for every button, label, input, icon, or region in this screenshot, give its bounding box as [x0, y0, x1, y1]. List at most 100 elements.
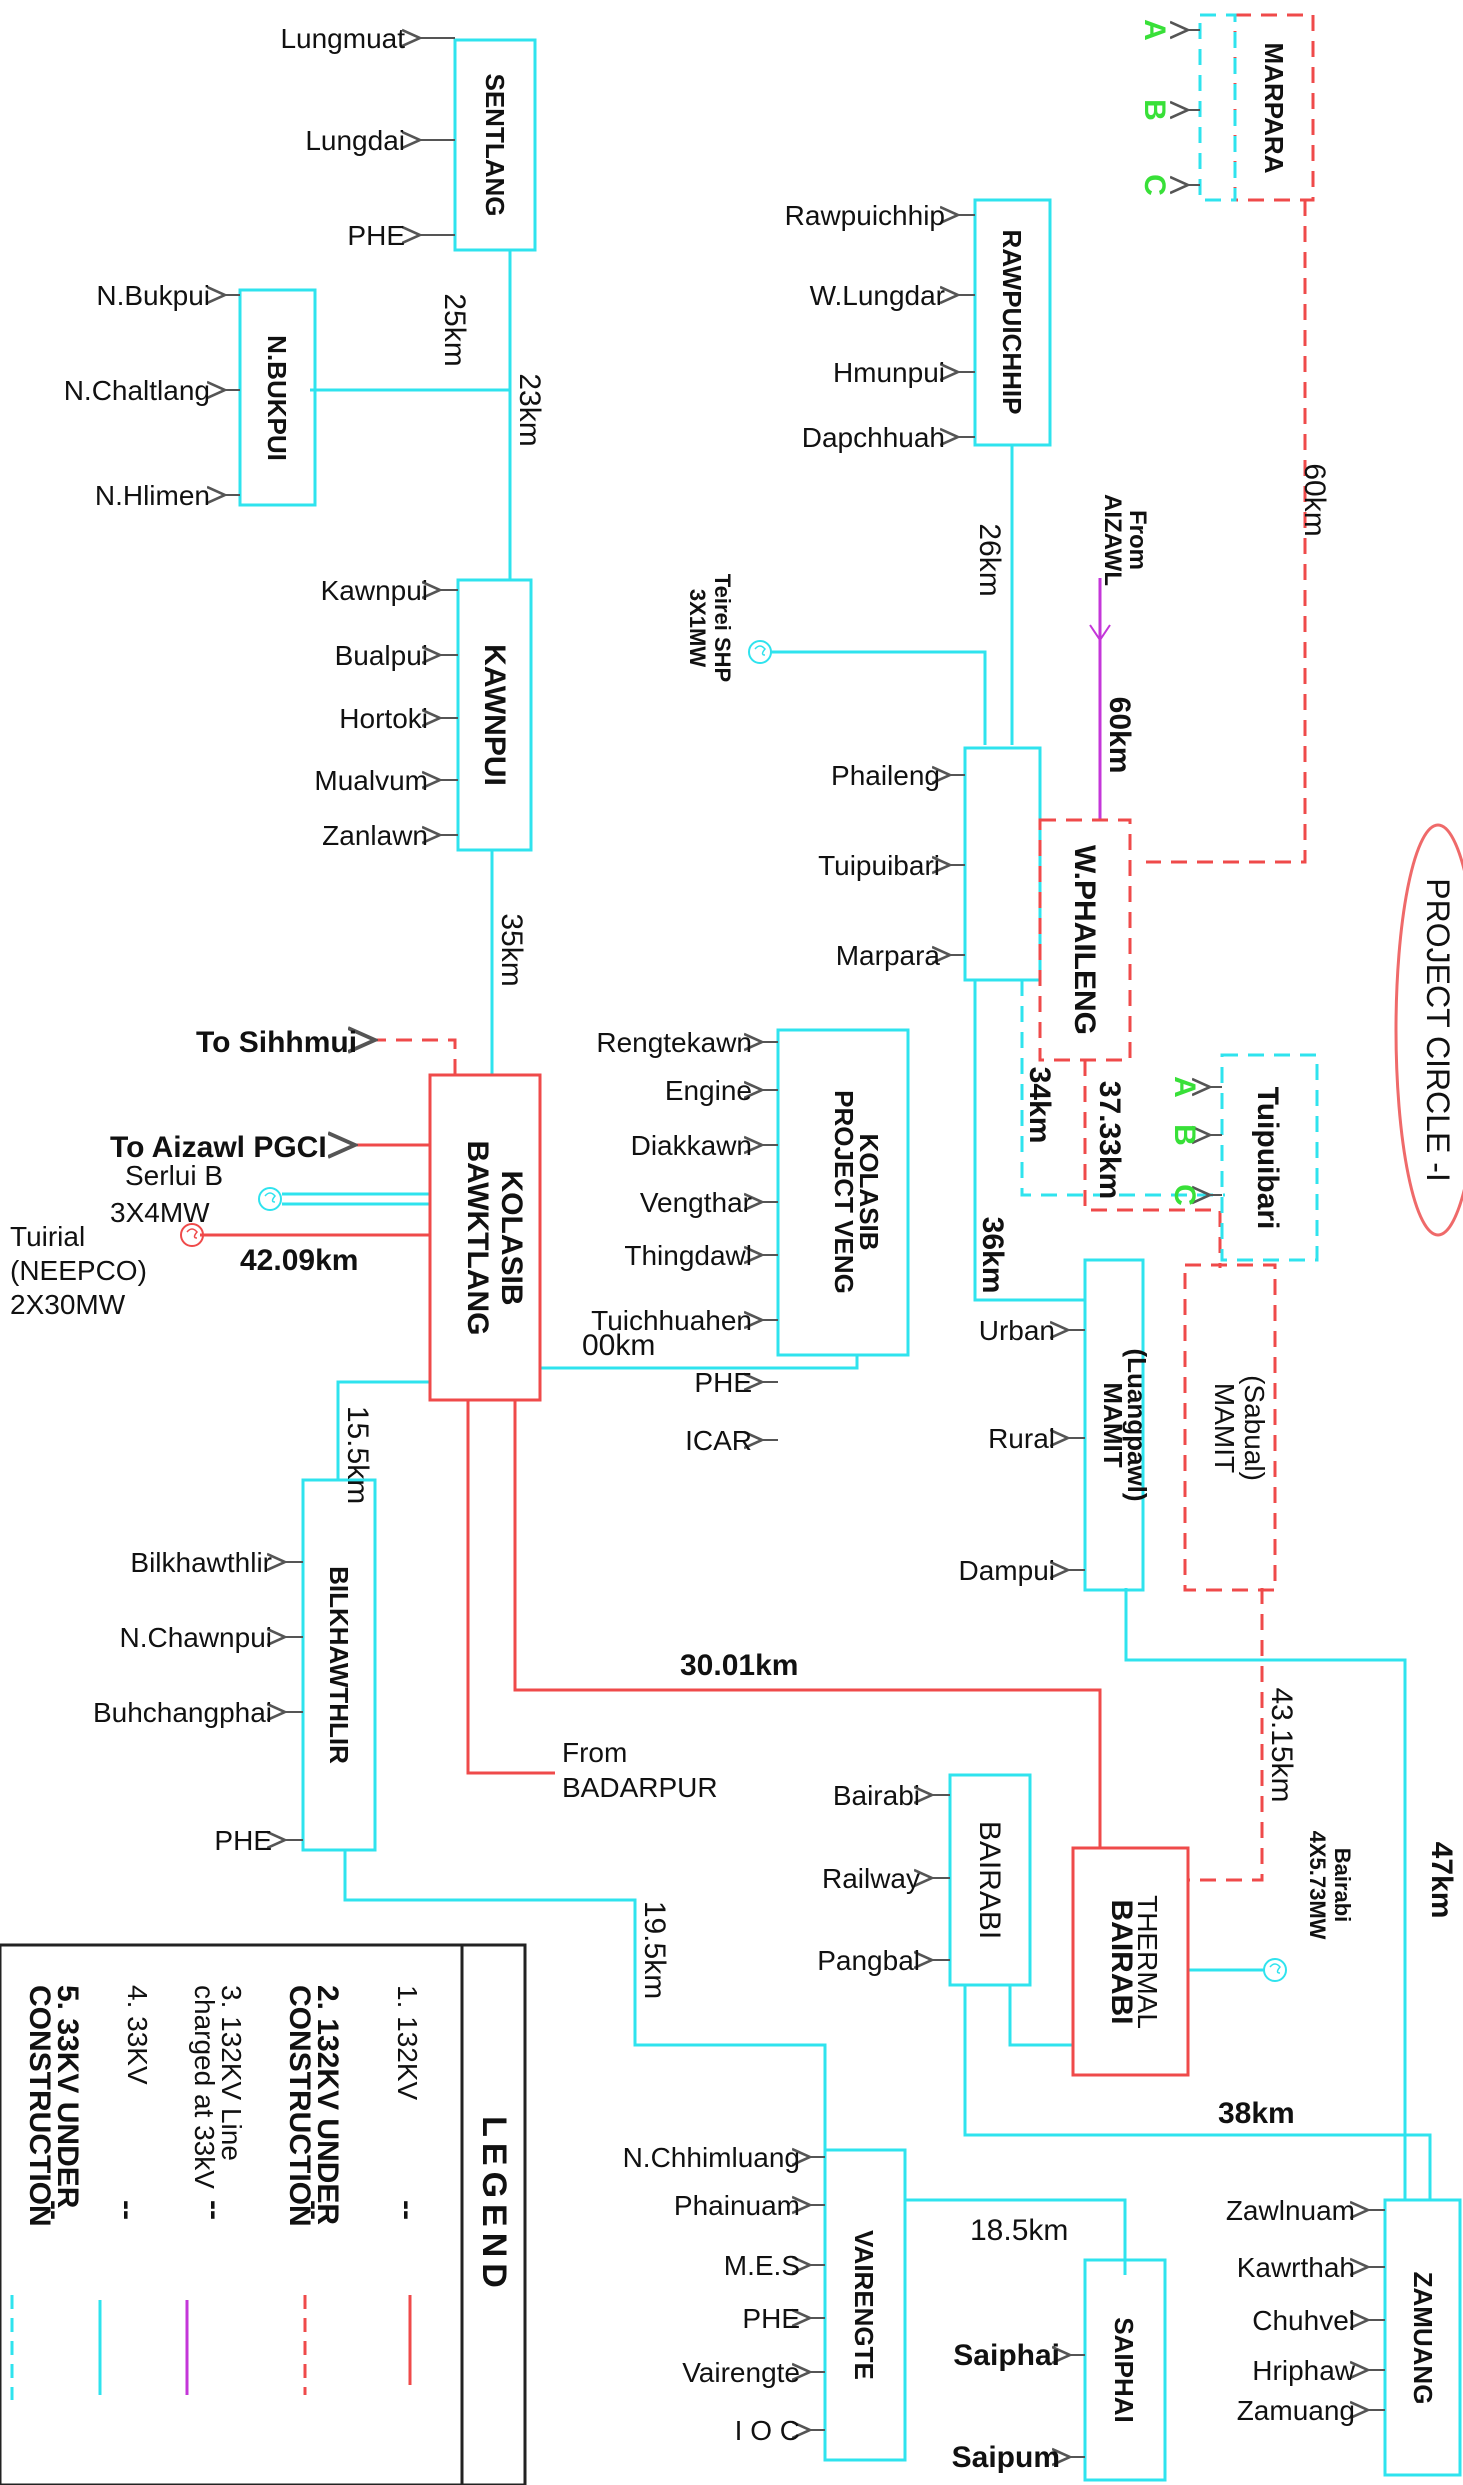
- legend: LEGEND 1. 132KV -- 2. 132KV UNDER CONSTR…: [0, 1943, 527, 2485]
- line-bairabi-thermal-link: [1008, 1985, 1073, 2047]
- to-sihhmui-label: To Sihhmui: [196, 1026, 357, 1059]
- line-nbukpui-sentlang: [310, 250, 512, 392]
- distance-label: 60km: [1103, 697, 1136, 774]
- feeder-label: Vairengte: [682, 2357, 800, 2388]
- distance-label: 43.15km: [1265, 1687, 1298, 1802]
- feeder-label: Bairabi: [833, 1780, 920, 1811]
- feeder-label: N.Chaltlang: [64, 375, 210, 406]
- substation-name-bairabi: BAIRABI: [973, 1821, 1006, 1939]
- tuipuibari-feeder-c: C: [1168, 1184, 1201, 1206]
- box-projectveng[interactable]: [776, 1028, 910, 1357]
- distance-label: 47km: [1425, 1842, 1458, 1919]
- to-aizawl-pgci-label: To Aizawl PGCI: [110, 1131, 327, 1164]
- feeder-label: Railway: [822, 1863, 920, 1894]
- marpara-feeder-a: A: [1138, 19, 1171, 41]
- tuirial-label: Tuirial: [10, 1221, 85, 1252]
- distance-label: 23km: [513, 373, 546, 446]
- feeder-label: N.Chawnpui: [119, 1622, 272, 1653]
- feeder-label: N.Chhimluang: [623, 2142, 800, 2173]
- substation-name-sentlang: SENTLANG: [480, 74, 510, 217]
- marpara-feeder-c: C: [1138, 174, 1171, 196]
- feeder-label: Rawpuichhip: [785, 200, 945, 231]
- feeder-label: Thingdawl: [624, 1240, 752, 1271]
- substation-name-thermal: THERMAL: [1132, 1895, 1163, 2029]
- box-saiphai[interactable]: [1083, 2258, 1167, 2482]
- box-nbukpui[interactable]: [238, 288, 317, 507]
- line-bairabi-zamuang: [963, 1985, 1432, 2200]
- feeder-label: Chuhvel: [1252, 2305, 1355, 2336]
- feeder-label: Lungmuat: [280, 23, 405, 54]
- substation-name-kawnpui: KAWNPUI: [478, 644, 511, 786]
- legend-item-3: 3. 132KV Line: [216, 1985, 247, 2161]
- substation-names: SENTLANG N.BUKPUI KAWNPUI BAWKTLANG KOLA…: [262, 43, 1438, 2423]
- substation-name-vairengte: VAIRENGTE: [849, 2230, 879, 2380]
- substation-name-saiphai: SAIPHAI: [1109, 2317, 1139, 2422]
- feeder-label: N.Hlimen: [95, 480, 210, 511]
- serlui-generator-icon: [258, 1187, 282, 1211]
- distance-label: 42.09km: [240, 1244, 358, 1277]
- bairabi-hep-capacity: 4X5.73MW: [1305, 1831, 1330, 1940]
- feeder-label: Bilkhawthlir: [130, 1547, 272, 1578]
- substation-name-kolasib: KOLASIB: [495, 1171, 528, 1306]
- feeder-label: Diakkawn: [631, 1130, 752, 1161]
- distance-label: 15.5km: [341, 1406, 374, 1504]
- box-vairengte[interactable]: [823, 2148, 907, 2462]
- from-aizawl-label: From: [1124, 510, 1151, 570]
- line-mamit-sabual-bairabi: [1188, 1588, 1264, 1882]
- abc-labels: A B C A B C: [1138, 19, 1201, 1206]
- line-teirei: [770, 650, 987, 745]
- box-bairabi[interactable]: [948, 1773, 1032, 1987]
- feeder-arrows: [225, 30, 1385, 2457]
- feeder-label: Tuichhuahen: [591, 1305, 752, 1336]
- substation-name-bawktlang: BAWKTLANG: [461, 1141, 494, 1336]
- box-bilkhawthlir[interactable]: [301, 1478, 377, 1852]
- feeder-label: Zawlnuam: [1226, 2195, 1355, 2226]
- substation-name-projectveng: PROJECT VENG: [829, 1090, 859, 1294]
- distance-label: 30.01km: [680, 1649, 798, 1682]
- feeder-label: PHE: [347, 220, 405, 251]
- feeder-label: PHE: [214, 1825, 272, 1856]
- box-marpara[interactable]: [1233, 13, 1315, 202]
- distance-label: 38km: [1218, 2097, 1295, 2130]
- box-phaileng[interactable]: [963, 746, 1042, 982]
- box-bawktlang[interactable]: [428, 1073, 542, 1402]
- feeder-label: Pangbal: [817, 1945, 920, 1976]
- box-sentlang[interactable]: [453, 38, 537, 252]
- substation-name-mamit-l-sub: (Luangpawl): [1122, 1348, 1152, 1501]
- line-vairengte-saiphai: [905, 2198, 1127, 2275]
- feeder-label: M.E.S: [724, 2250, 800, 2281]
- legend-item-5-dash: --: [38, 2200, 71, 2220]
- box-tuipuibari[interactable]: [1220, 1053, 1319, 1262]
- feeder-label: I O C: [735, 2415, 800, 2446]
- feeder-label: Zamuang: [1237, 2395, 1355, 2426]
- feeder-label: PHE: [742, 2303, 800, 2334]
- legend-box: [0, 1943, 527, 2485]
- feeder-label: Kawrthah: [1237, 2252, 1355, 2283]
- feeder-label: Rural: [988, 1423, 1055, 1454]
- substation-name-nbukpui: N.BUKPUI: [262, 335, 292, 461]
- box-mamit-luangpawl[interactable]: [1083, 1258, 1145, 1592]
- line-phaileng-mamit-luangpawl: [973, 980, 1085, 1302]
- tuipuibari-feeder-b: B: [1168, 1124, 1201, 1146]
- line-to-sihhmui: [375, 1040, 457, 1075]
- box-wphaileng[interactable]: [1038, 818, 1132, 1062]
- box-zamuang[interactable]: [1383, 2198, 1462, 2477]
- box-kawnpui[interactable]: [456, 578, 533, 852]
- feeder-label: Bualpui: [335, 640, 428, 671]
- feeder-label: Tuipuibari: [818, 850, 940, 881]
- legend-title: LEGEND: [475, 2116, 513, 2294]
- box-bairabi-thermal[interactable]: [1071, 1846, 1190, 2077]
- feeder-label: Dapchhuah: [802, 422, 945, 453]
- feeder-label: Urban: [979, 1315, 1055, 1346]
- aizawl-label: AIZAWL: [1099, 494, 1126, 586]
- distance-label: 26km: [973, 523, 1006, 596]
- legend-item-1: 1. 132KV: [392, 1985, 423, 2101]
- line-wphaileng-mamit-sabual: [1083, 1060, 1222, 1268]
- substation-name-tuipuibari: Tuipuibari: [1251, 1087, 1284, 1230]
- line-phaileng-tuipuibari: [1020, 980, 1225, 1197]
- page-title: PROJECT CIRCLE -I: [1420, 878, 1456, 1181]
- feeder-label: PHE: [694, 1367, 752, 1398]
- substation-name-projectveng-kolasib: KOLASIB: [854, 1134, 884, 1251]
- box-rawpuichhip[interactable]: [973, 198, 1052, 447]
